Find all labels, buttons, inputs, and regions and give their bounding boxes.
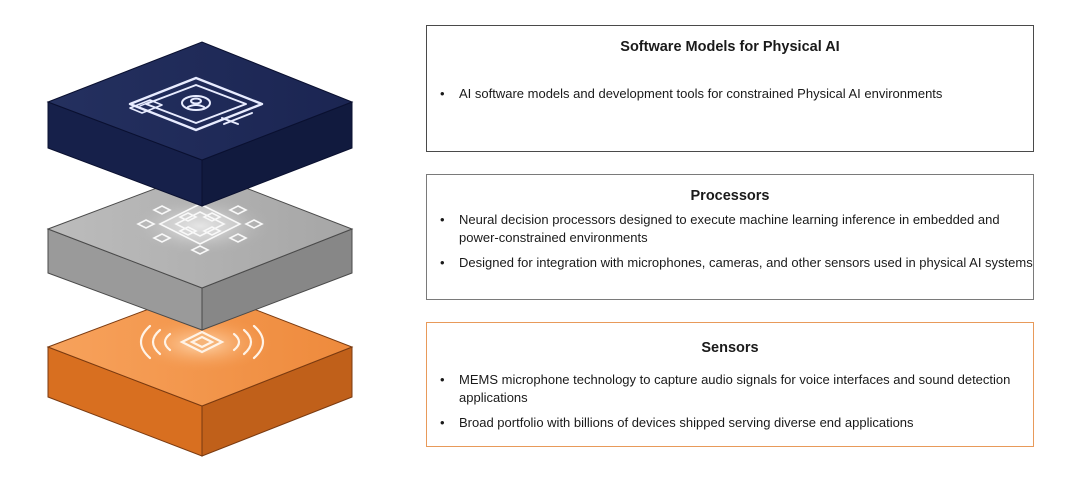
software-layer xyxy=(46,41,354,207)
monitor-with-user-icon xyxy=(128,76,264,132)
processors-title: Processors xyxy=(690,188,770,204)
processors-layer xyxy=(46,170,354,331)
processors-bullets: Neural decision processors designed to e… xyxy=(427,211,1033,272)
sensor-signal-icon xyxy=(139,324,265,360)
software-bullet-1: AI software models and development tools… xyxy=(427,85,1033,103)
processors-card: Processors Neural decision processors de… xyxy=(426,174,1034,300)
software-models-bullets: AI software models and development tools… xyxy=(427,85,1033,103)
layer-stack-illustration xyxy=(46,41,354,457)
processors-bullet-1: Neural decision processors designed to e… xyxy=(427,211,1033,247)
software-models-card: Software Models for Physical AI AI softw… xyxy=(426,25,1034,152)
sensors-bullets: MEMS microphone technology to capture au… xyxy=(427,371,1033,432)
software-models-title: Software Models for Physical AI xyxy=(620,39,840,55)
sensors-bullet-2: Broad portfolio with billions of devices… xyxy=(427,414,1033,432)
sensors-card: Sensors MEMS microphone technology to ca… xyxy=(426,322,1034,447)
sensors-title: Sensors xyxy=(701,340,759,356)
processors-bullet-2: Designed for integration with microphone… xyxy=(427,254,1033,272)
sensors-bullet-1: MEMS microphone technology to capture au… xyxy=(427,371,1033,407)
